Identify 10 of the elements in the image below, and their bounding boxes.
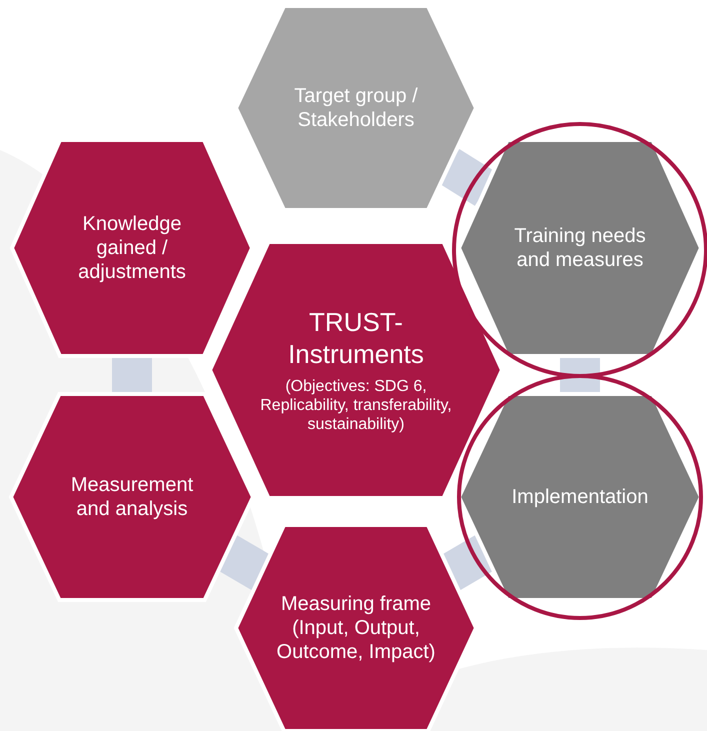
connector-band xyxy=(560,356,600,394)
hexagon-label: Target group / Stakeholders xyxy=(293,84,419,132)
hexagon-subtitle: (Objectives: SDG 6, Replicability, transferability, sustainability) xyxy=(259,376,453,434)
hexagon-label: Measurement and analysis xyxy=(70,473,194,521)
hexagon-label: Implementation xyxy=(510,485,650,509)
connector-band xyxy=(112,356,152,394)
hexagon-label: Training needs and measures xyxy=(513,224,647,272)
hexagon-label: Knowledge gained / adjustments xyxy=(77,212,187,284)
hexagon-title: TRUST-Instruments xyxy=(287,306,425,371)
hexagon-label: Measuring frame (Input, Output, Outcome, Impact) xyxy=(276,592,436,664)
